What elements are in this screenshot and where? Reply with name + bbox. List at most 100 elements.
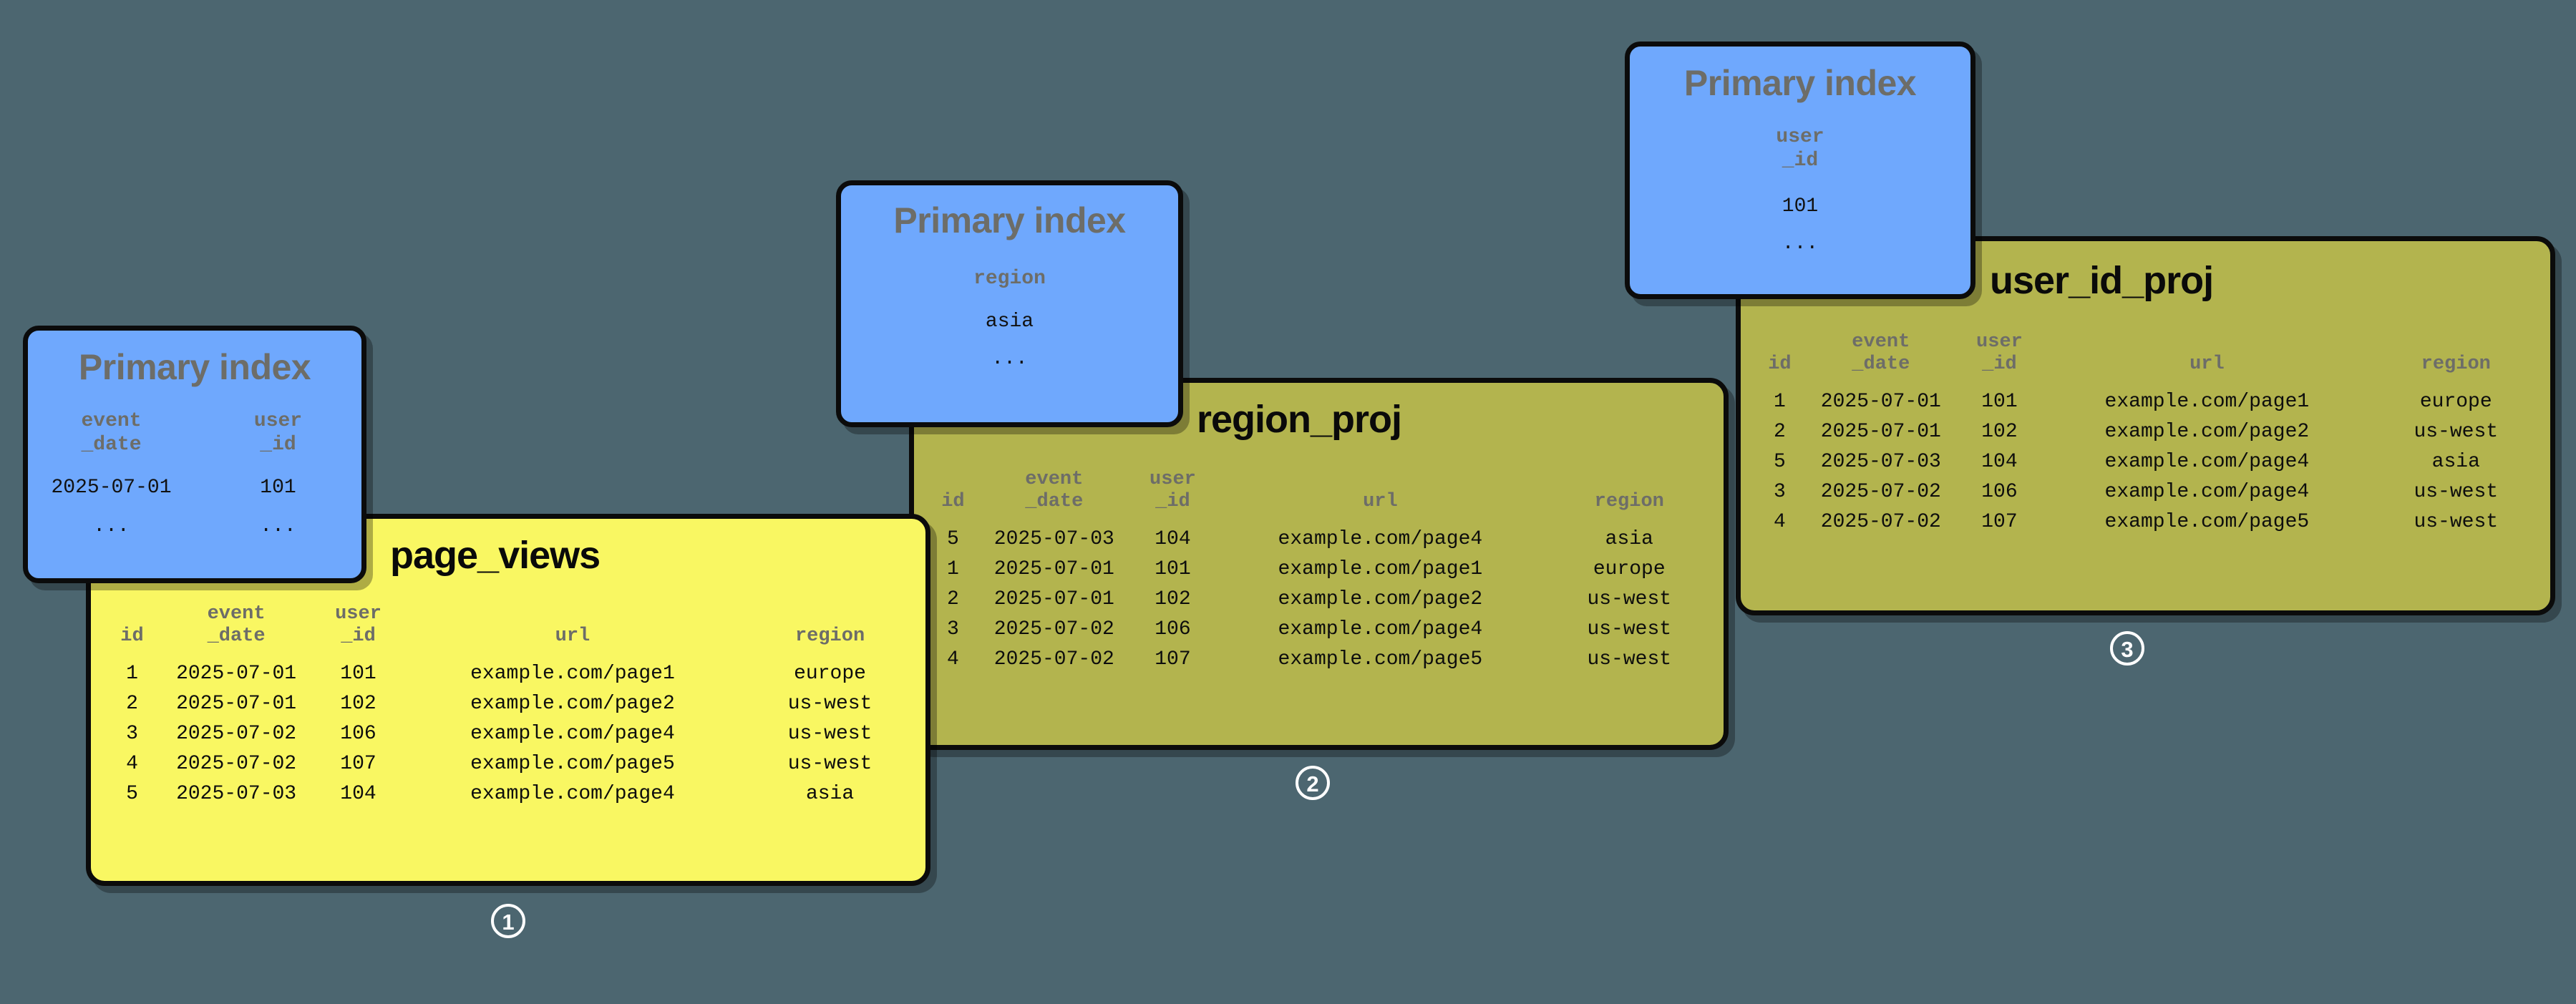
table-row: 4 2025-07-02 107 example.com/page5 us-we… — [105, 749, 918, 779]
cell-event-date: 2025-07-01 — [1820, 421, 1941, 444]
table-row: 4 2025-07-02 107 example.com/page5 us-we… — [1754, 507, 2541, 537]
column-header-region: region — [794, 625, 865, 648]
cell-id: 1 — [1774, 391, 1786, 414]
cell-id: 5 — [126, 783, 138, 806]
cell-event-date: 2025-07-03 — [1820, 451, 1941, 474]
primary-index-title: Primary index — [78, 347, 311, 387]
cell-event-date: 2025-07-02 — [993, 648, 1114, 671]
cell-event-date: 2025-07-02 — [1820, 481, 1941, 504]
table-row: 3 2025-07-02 106 example.com/page4 us-we… — [1754, 477, 2541, 507]
cell-event-date: 2025-07-01 — [176, 693, 297, 716]
cell-region: us-west — [1587, 618, 1672, 641]
cell-url: example.com/page5 — [470, 753, 675, 776]
primary-index-ellipsis: ... — [991, 348, 1028, 371]
cell-event-date: 2025-07-02 — [176, 753, 297, 776]
cell-region: asia — [2431, 451, 2480, 474]
cell-url: example.com/page4 — [470, 783, 675, 806]
table-card-user-id-proj: user_id_proj id event _date user _id url… — [1736, 236, 2555, 615]
cell-user-id: 106 — [1155, 618, 1191, 641]
table-row: 3 2025-07-02 106 example.com/page4 us-we… — [927, 615, 1714, 645]
table-region-proj: id event _date user _id url region 5 202… — [927, 469, 1714, 675]
table-row: 2 2025-07-01 102 example.com/page2 us-we… — [105, 689, 918, 719]
cell-user-id: 106 — [340, 723, 376, 746]
cell-region: asia — [805, 783, 855, 806]
cell-event-date: 2025-07-03 — [176, 783, 297, 806]
cell-region: us-west — [2414, 511, 2499, 534]
cell-id: 3 — [947, 618, 959, 641]
primary-index-value: 101 — [260, 477, 296, 499]
primary-index-ellipsis: ... — [93, 515, 130, 538]
primary-index-card-user-id: Primary index user _id 101 ... — [1625, 42, 1975, 299]
primary-index-column-user-id: user _id 101 ... — [1630, 125, 1970, 254]
cell-id: 4 — [1774, 511, 1786, 534]
cell-id: 4 — [947, 648, 959, 671]
cell-url: example.com/page2 — [470, 693, 675, 716]
primary-index-ellipsis: ... — [1782, 233, 1819, 255]
primary-index-column-user-id: user _id 101 ... — [195, 409, 361, 537]
cell-url: example.com/page5 — [1278, 648, 1483, 671]
cell-user-id: 101 — [1155, 558, 1191, 581]
cell-url: example.com/page1 — [1278, 558, 1483, 581]
column-header-region: region — [2421, 354, 2491, 376]
cell-region: us-west — [2414, 481, 2499, 504]
cell-region: us-west — [787, 723, 873, 746]
cell-region: asia — [1605, 528, 1653, 551]
cell-url: example.com/page4 — [2104, 451, 2310, 474]
table-row: 5 2025-07-03 104 example.com/page4 asia — [105, 779, 918, 809]
column-header-user-id: user _id — [1150, 469, 1196, 513]
cell-url: example.com/page4 — [1278, 618, 1483, 641]
cell-region: europe — [2419, 391, 2492, 414]
column-header-region: region — [1594, 491, 1664, 513]
column-header-url: url — [2189, 354, 2225, 376]
cell-user-id: 101 — [1981, 391, 2018, 414]
table-row: 2 2025-07-01 102 example.com/page2 us-we… — [927, 585, 1714, 615]
primary-index-card-region: Primary index region asia ... — [836, 180, 1183, 427]
cell-id: 2 — [947, 588, 959, 611]
primary-index-column-name: user _id — [253, 410, 303, 457]
cell-user-id: 104 — [1981, 451, 2018, 474]
cell-event-date: 2025-07-01 — [176, 663, 297, 686]
cell-user-id: 107 — [340, 753, 376, 776]
step-badge-3: 3 — [2110, 631, 2144, 666]
cell-id: 1 — [126, 663, 138, 686]
cell-event-date: 2025-07-02 — [993, 618, 1114, 641]
column-header-user-id: user _id — [335, 603, 381, 648]
primary-index-value: asia — [985, 311, 1034, 333]
cell-user-id: 101 — [340, 663, 376, 686]
primary-index-columns: user _id 101 ... — [1630, 125, 1970, 254]
table-title-user-id-proj: user_id_proj — [1990, 259, 2214, 302]
cell-id: 2 — [126, 693, 138, 716]
cell-user-id: 104 — [1155, 528, 1191, 551]
table-row: 1 2025-07-01 101 example.com/page1 europ… — [927, 555, 1714, 585]
cell-url: example.com/page4 — [470, 723, 675, 746]
cell-url: example.com/page2 — [2104, 421, 2310, 444]
column-header-id: id — [941, 491, 965, 513]
table-row: 2 2025-07-01 102 example.com/page2 us-we… — [1754, 417, 2541, 447]
table-row: 3 2025-07-02 106 example.com/page4 us-we… — [105, 719, 918, 749]
cell-url: example.com/page1 — [470, 663, 675, 686]
cell-id: 5 — [947, 528, 959, 551]
cell-url: example.com/page4 — [1278, 528, 1483, 551]
table-row: 1 2025-07-01 101 example.com/page1 europ… — [105, 659, 918, 689]
column-header-id: id — [1768, 354, 1792, 376]
column-header-event-date: event _date — [1025, 469, 1084, 513]
step-badge-2: 2 — [1296, 766, 1330, 800]
primary-index-columns: event _date 2025-07-01 ... user _id 101 … — [28, 409, 361, 537]
cell-id: 3 — [1774, 481, 1786, 504]
cell-event-date: 2025-07-03 — [993, 528, 1114, 551]
cell-region: us-west — [1587, 588, 1672, 611]
cell-id: 5 — [1774, 451, 1786, 474]
primary-index-columns: region asia ... — [841, 267, 1178, 369]
cell-url: example.com/page1 — [2104, 391, 2310, 414]
cell-id: 4 — [126, 753, 138, 776]
table-header-row: id event _date user _id url region — [105, 603, 918, 659]
cell-event-date: 2025-07-01 — [993, 588, 1114, 611]
cell-user-id: 102 — [1155, 588, 1191, 611]
column-header-event-date: event _date — [207, 603, 266, 648]
cell-region: us-west — [787, 753, 873, 776]
cell-event-date: 2025-07-01 — [993, 558, 1114, 581]
table-title-page-views: page_views — [390, 534, 601, 577]
primary-index-title: Primary index — [893, 200, 1126, 240]
primary-index-column-name: region — [973, 268, 1046, 290]
